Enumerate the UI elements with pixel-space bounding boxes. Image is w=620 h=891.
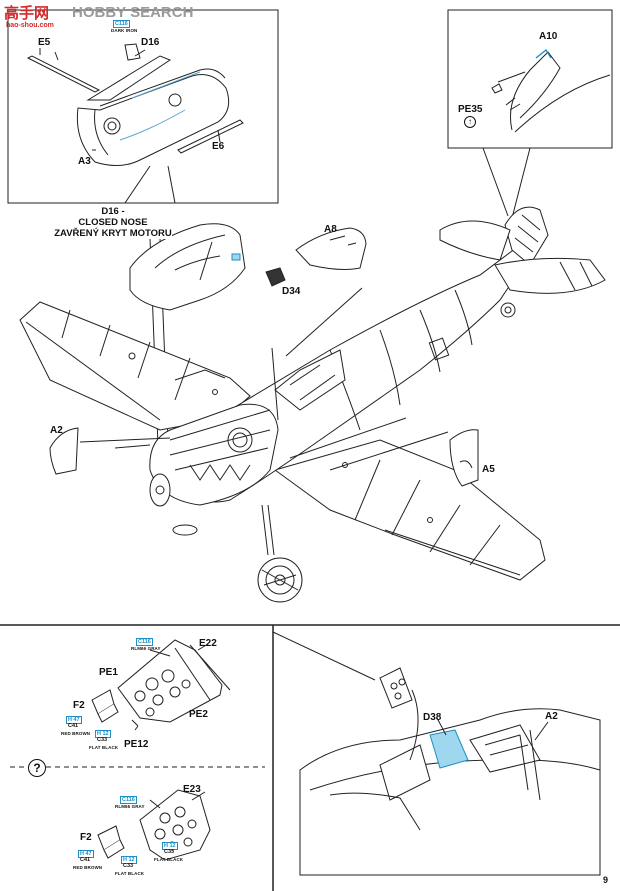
paint-name-flat-black-lower: FLAT BLACK xyxy=(115,871,145,876)
part-label-pe35: PE35 xyxy=(458,104,483,115)
part-label-a5: A5 xyxy=(482,464,495,475)
paint-name-rlm66-upper: RLM66 GRAY xyxy=(131,646,161,651)
part-label-d34: D34 xyxy=(282,286,301,297)
paint-code-c116-upper: C116 xyxy=(136,638,153,646)
closed-nose-caption: D16 - CLOSED NOSE ZAVŘENÝ KRYT MOTORU xyxy=(54,206,172,239)
paint-code-h47-lower: H 47 xyxy=(78,850,94,858)
part-label-pe1: PE1 xyxy=(99,667,118,678)
paint-code-h12-upper: H 12 xyxy=(95,730,111,738)
paint-name: DARK IRON xyxy=(111,28,138,33)
part-label-e23: E23 xyxy=(183,784,201,795)
caption-line-1: D16 - xyxy=(101,206,125,217)
watermark-brand: 高手网 xyxy=(4,5,50,22)
page-number: 9 xyxy=(603,875,609,885)
part-label-pe12: PE12 xyxy=(124,739,149,750)
paint-name-red-brown-upper: RED BROWN xyxy=(61,731,91,736)
paint-code-h47-upper: H 47 xyxy=(66,716,82,724)
part-label-e6: E6 xyxy=(212,141,225,152)
part-label-a8: A8 xyxy=(324,224,337,235)
part-label-a2: A2 xyxy=(50,425,63,436)
part-label-d16: D16 xyxy=(141,37,160,48)
option-icon: ? xyxy=(28,759,46,777)
part-label-f2-upper: F2 xyxy=(73,700,85,711)
paint-code-c33-lower-b: C33 xyxy=(164,849,175,855)
watermark-hobby-search: HOBBY SEARCH xyxy=(72,4,194,21)
paint-name-red-brown-lower: RED BROWN xyxy=(73,865,103,870)
paint-code-c33-upper: C33 xyxy=(97,737,108,743)
paint-name-rlm66-lower: RLM66 GRAY xyxy=(115,804,145,809)
caption-line-2: CLOSED NOSE xyxy=(78,217,148,228)
part-label-e5: E5 xyxy=(38,37,51,48)
paint-code-c116-lower: C116 xyxy=(120,796,137,804)
watermark-url: hao-shou.com xyxy=(6,22,54,29)
paint-code-c33-lower: C33 xyxy=(123,863,134,869)
part-label-pe2: PE2 xyxy=(189,709,208,720)
paint-code-h12-lower: H 12 xyxy=(121,856,137,864)
part-label-a10: A10 xyxy=(539,31,558,42)
part-label-a2-cockpit: A2 xyxy=(545,711,558,722)
paint-code-c41-lower: C41 xyxy=(80,857,91,863)
bend-icon: ↑ xyxy=(464,116,476,128)
part-label-e22: E22 xyxy=(199,638,217,649)
part-label-a3: A3 xyxy=(78,156,91,167)
paint-code-c41-upper: C41 xyxy=(68,723,79,729)
paint-code: C116 xyxy=(113,20,130,28)
paint-name-flat-black-lower-b: FLAT BLACK xyxy=(154,857,184,862)
paint-name-flat-black-upper: FLAT BLACK xyxy=(89,745,119,750)
part-label-d38: D38 xyxy=(423,712,442,723)
part-label-f2-lower: F2 xyxy=(80,832,92,843)
caption-line-3: ZAVŘENÝ KRYT MOTORU xyxy=(54,228,172,239)
paint-code-h12-lower-b: H 12 xyxy=(162,842,178,850)
